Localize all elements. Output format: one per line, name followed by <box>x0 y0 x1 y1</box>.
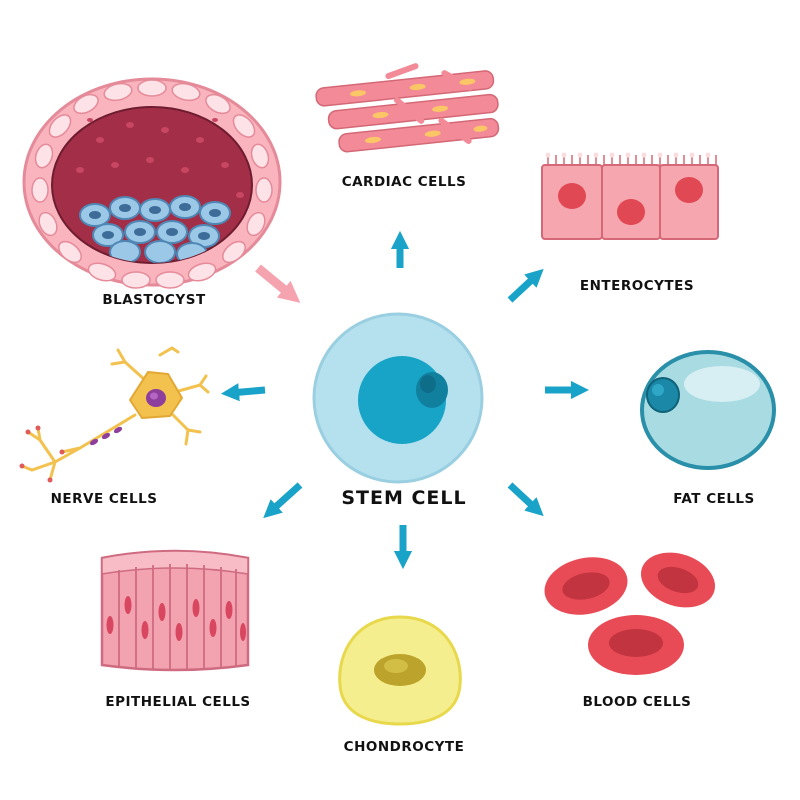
fat-cells-label: FAT CELLS <box>673 491 755 507</box>
arrow-to-epithelial <box>263 482 303 519</box>
enterocytes-label: ENTEROCYTES <box>580 278 694 294</box>
blastocyst-to-stem-arrow <box>255 264 301 303</box>
stem-cell-label: STEM CELL <box>341 487 466 509</box>
blastocyst-illustration <box>22 77 282 289</box>
epithelial-cells-label: EPITHELIAL CELLS <box>105 694 250 710</box>
enterocytes-illustration <box>541 152 719 240</box>
chondrocyte-label: CHONDROCYTE <box>344 739 465 755</box>
blastocyst-label: BLASTOCYST <box>102 292 206 308</box>
fat-cell-illustration <box>640 350 776 470</box>
epithelial-cells-illustration <box>100 549 250 672</box>
arrow-to-blood <box>507 482 544 517</box>
arrow-to-nerve <box>220 383 266 402</box>
cardiac-cells-label: CARDIAC CELLS <box>342 174 467 190</box>
nerve-cell-illustration <box>19 346 210 483</box>
arrow-to-enterocytes <box>507 268 544 303</box>
stem-cell-illustration <box>312 312 484 484</box>
blood-cells-label: BLOOD CELLS <box>583 694 692 710</box>
cardiac-cells-illustration <box>315 63 500 153</box>
blood-cells-illustration <box>544 552 716 675</box>
chondrocyte-illustration <box>338 615 462 726</box>
nerve-cells-label: NERVE CELLS <box>51 491 158 507</box>
